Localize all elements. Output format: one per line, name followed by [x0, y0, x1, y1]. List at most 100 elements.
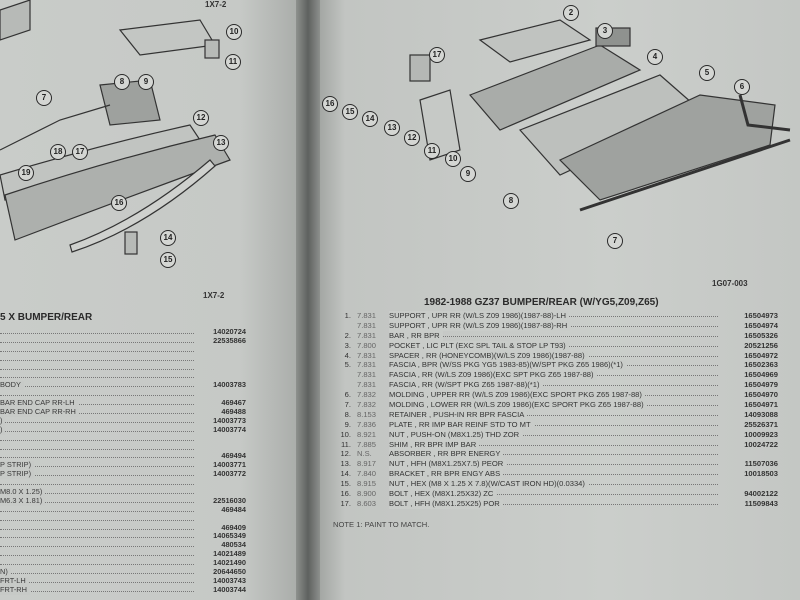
group-code: 7.832	[357, 400, 377, 410]
part-description: PLATE , RR IMP BAR REINF STD TO MT	[389, 419, 534, 430]
reinforcement-plate	[419, 89, 461, 161]
dot-leader	[0, 448, 194, 450]
part-description: FASCIA , BPR (W/SS PKG YG5 1983-85)(W/SP…	[389, 360, 626, 371]
parts-row	[0, 346, 246, 355]
part-number: 10018503	[744, 469, 778, 479]
part-description: MOLDING , LOWER RR (W/LS Z09 1986)(EXC S…	[389, 400, 647, 410]
parts-row: 469494	[0, 452, 246, 461]
item-number: 12.	[340, 449, 351, 459]
dot-leader	[0, 350, 194, 352]
part-number: 14003743	[213, 575, 246, 585]
callout: 9	[460, 166, 476, 182]
part-number: 16505326	[744, 330, 778, 340]
bumper-fascia	[558, 94, 776, 201]
callout: 19	[18, 165, 34, 181]
part-number: 10024722	[744, 439, 778, 449]
group-code: 8.900	[357, 489, 377, 499]
bumper-end-part	[0, 0, 31, 41]
part-description: SUPPORT , UPR RR (W/LS Z09 1986)(1987-88…	[389, 311, 569, 321]
figure-ref-bottom: 1X7-2	[203, 291, 225, 300]
callout: 5	[699, 65, 715, 81]
dot-leader	[0, 537, 194, 539]
item-number: 11.	[341, 439, 351, 449]
part-description: N)	[0, 567, 11, 577]
leader-line	[0, 104, 111, 151]
part-description: RETAINER , PUSH-IN RR BPR FASCIA	[389, 409, 528, 420]
dot-leader	[0, 404, 194, 406]
callout: 11	[225, 54, 241, 70]
callout: 7	[607, 233, 623, 249]
callout: 9	[138, 74, 154, 90]
part-number: 16504974	[744, 320, 778, 330]
callout: 17	[429, 47, 445, 63]
dot-leader	[0, 466, 194, 468]
group-code: 7.831	[357, 360, 377, 370]
parts-row: 480534	[0, 540, 246, 550]
part-number: 16502363	[744, 360, 778, 370]
item-number: 4.	[344, 350, 351, 360]
dot-leader	[0, 333, 194, 334]
item-number: 13.	[340, 459, 351, 469]
exploded-parts-diagram	[0, 0, 791, 255]
dot-leader	[389, 434, 718, 436]
part-description: SPACER , RR (HONEYCOMB)(W/LS Z09 1986)(1…	[389, 350, 588, 361]
dot-leader	[0, 377, 194, 379]
dot-leader	[0, 359, 194, 361]
group-code: 8.917	[357, 459, 377, 469]
group-code: 8.603	[357, 498, 377, 508]
parts-row: 469484	[0, 505, 246, 515]
group-code: 7.831	[357, 380, 377, 390]
item-number: 6.	[344, 390, 351, 400]
parts-row	[0, 372, 246, 381]
callout: 16	[111, 195, 127, 211]
callout: 3	[597, 23, 613, 39]
group-code: 7.832	[357, 390, 377, 400]
part-description: FASCIA , RR (W/LS Z09 1986)(EXC SPT PKG …	[389, 370, 597, 381]
group-code: N.S.	[357, 449, 372, 459]
dot-leader	[389, 494, 718, 496]
book-spine	[296, 0, 320, 600]
bracket	[409, 54, 431, 82]
parts-row: 4. 7.831 SPACER , RR (HONEYCOMB)(W/LS Z09 …	[335, 350, 778, 361]
dot-leader	[0, 341, 194, 343]
item-number: 5.	[344, 360, 351, 370]
group-code: 7.831	[357, 330, 377, 340]
part-description: POCKET , LIC PLT (EXC SPL TAIL & STOP LP…	[389, 340, 569, 351]
part-number: 11509843	[744, 498, 778, 508]
end-cap-part	[124, 231, 138, 255]
dot-leader	[0, 395, 194, 397]
callout: 12	[404, 130, 420, 146]
dot-leader	[389, 444, 718, 446]
part-number: 16504979	[744, 380, 778, 390]
item-number: 3.	[344, 340, 351, 350]
part-description: BAR , RR BPR	[389, 330, 443, 341]
part-description: ABSORBER , RR BPR ENERGY	[389, 449, 504, 460]
group-code: 7.800	[357, 340, 377, 350]
honeycomb-spacer-upper	[478, 19, 592, 63]
callout: 7	[36, 90, 52, 106]
part-number: 14003771	[213, 460, 246, 470]
group-code: 7.831	[357, 350, 377, 360]
part-number: 10009923	[744, 429, 778, 439]
dot-leader	[389, 503, 718, 505]
parts-row: N)20644650	[0, 567, 246, 577]
group-code: 7.885	[357, 439, 377, 449]
parts-row	[0, 390, 246, 399]
dot-leader	[0, 528, 194, 530]
parts-row: 12. N.S. ABSORBER , RR BPR ENERGY	[335, 449, 778, 460]
parts-row: )14003773	[0, 416, 246, 426]
part-description: FASCIA , RR (W/SPT PKG Z65 1987-88)(*1)	[389, 380, 543, 391]
dot-leader	[0, 475, 194, 477]
group-code: 7.836	[357, 419, 377, 429]
part-description: )	[0, 425, 6, 435]
part-description: SHIM , RR BPR IMP BAR	[389, 439, 480, 450]
bracket-part	[204, 39, 220, 59]
part-number: 14003783	[213, 380, 246, 390]
part-description: BRACKET , RR BPR ENGY ABS	[389, 469, 504, 480]
